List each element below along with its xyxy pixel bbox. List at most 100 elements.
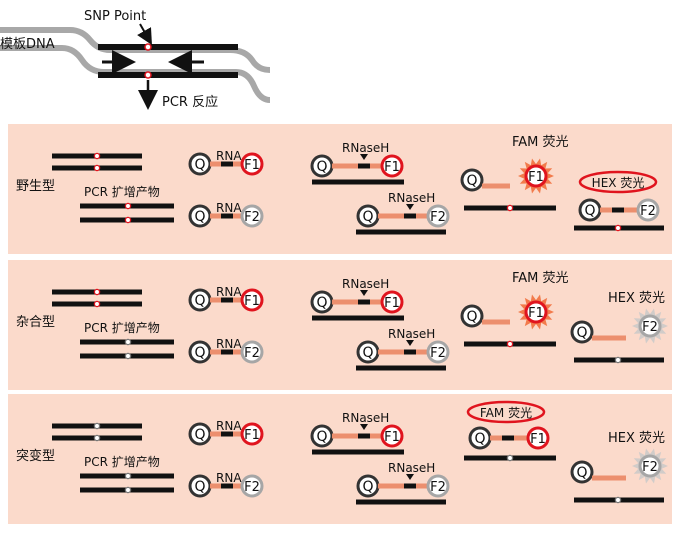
hex-linker (592, 475, 626, 481)
fam-quencher-label: Q (474, 431, 485, 447)
rnaseh-probe-f1-reporter-label: F1 (384, 160, 400, 175)
free-probe-f1-rna-segment (221, 161, 233, 167)
rnaseh-probe-f2-rnaseh-label: RNaseH (388, 461, 435, 475)
free-probe-f1-reporter (240, 288, 264, 312)
free-probe-f2-rna-segment (221, 483, 233, 489)
fam-no-signal-label: FAM 荧光 (480, 406, 532, 420)
rnaseh-template-2 (356, 229, 446, 235)
snp-marker-bottom (144, 71, 152, 79)
rnaseh-probe-f1-linker (332, 299, 382, 305)
released-quencher-label: Q (466, 173, 477, 189)
released-quencher (460, 304, 484, 328)
free-probe-f1-reporter (240, 422, 264, 446)
rnaseh-probe-f2-reporter-label: F2 (430, 346, 446, 361)
free-probe-f2-rna-label: RNA (216, 201, 242, 215)
genotype-label: 突变型 (16, 448, 55, 464)
fam-reporter (526, 426, 550, 450)
hex-template-marker (614, 356, 622, 364)
rnaseh-probe-f1-reporter (380, 290, 404, 314)
hex-quencher (570, 320, 594, 344)
rnaseh-probe-f1-linker (332, 433, 382, 439)
fam-no-signal-label-oval (466, 400, 546, 424)
hex-fluorescence-label: HEX 荧光 (608, 431, 665, 446)
hex-quencher (570, 460, 594, 484)
fam-reporter-label: F1 (530, 432, 546, 447)
rnaseh-probe-f2-rnaseh-label: RNaseH (388, 191, 435, 205)
genotype-label: 杂合型 (16, 315, 55, 330)
pcr-product-marker-top (124, 338, 132, 346)
rnaseh-probe-f1-rnaseh-label: RNaseH (342, 141, 389, 155)
fam-reporter-label: F1 (528, 306, 544, 321)
allele-marker-top (93, 288, 101, 296)
dna-duplex-bottom (98, 72, 238, 78)
hex-reporter-label: F2 (642, 460, 658, 475)
pcr-product-marker-top (124, 472, 132, 480)
pcr-product-label: PCR 扩增产物 (84, 321, 160, 335)
rnaseh-probe-f1-quencher-label: Q (316, 295, 327, 311)
fam-template-marker (506, 340, 514, 348)
rnaseh-probe-f1-quencher-label: Q (316, 429, 327, 445)
pcr-product-label: PCR 扩增产物 (84, 455, 160, 469)
rnaseh-probe-f2-reporter (426, 204, 450, 228)
dna-duplex-top (98, 44, 238, 50)
free-probe-f2-rna-label: RNA (216, 471, 242, 485)
rnaseh-probe-f1-reporter-label: F1 (384, 296, 400, 311)
rnaseh-template-1 (312, 179, 404, 185)
allele-marker-bottom (93, 300, 101, 308)
rnaseh-probe-f2-cut-marker (406, 204, 414, 210)
free-probe-f2-quencher-label: Q (194, 209, 205, 225)
released-linker (482, 319, 510, 325)
rnaseh-template-1 (312, 315, 404, 321)
rnaseh-probe-f1-reporter (380, 424, 404, 448)
pcr-product-marker-bottom (124, 216, 132, 224)
rnaseh-probe-f2-cut-marker (406, 340, 414, 346)
panel-background (8, 260, 672, 390)
rnaseh-probe-f1-rnaseh-label: RNaseH (342, 411, 389, 425)
hex-reporter-label: F2 (642, 320, 658, 335)
hex-reporter-label: F2 (640, 204, 656, 219)
rnaseh-probe-f1-cut-marker (360, 290, 368, 296)
hex-reporter (636, 198, 660, 222)
allele-marker-bottom (93, 434, 101, 442)
rnaseh-probe-f2-rna-segment (404, 483, 416, 489)
free-probe-f1-reporter (240, 152, 264, 176)
free-probe-f2-rna-label: RNA (216, 337, 242, 351)
rnaseh-probe-f2-reporter (426, 474, 450, 498)
rnaseh-probe-f2-quencher-label: Q (362, 479, 373, 495)
rnaseh-probe-f1-cut-marker (360, 154, 368, 160)
fam-template-marker (506, 454, 514, 462)
rnaseh-probe-f1-rna-segment (358, 433, 370, 439)
free-probe-f1-quencher-label: Q (194, 293, 205, 309)
hex-quencher-label: Q (576, 325, 587, 341)
free-probe-f1-rna-label: RNA (216, 419, 242, 433)
free-probe-f2-reporter (240, 340, 264, 364)
free-probe-f2-rna-segment (221, 349, 233, 355)
fam-fluorescence-label: FAM 荧光 (512, 135, 569, 150)
rnaseh-template-2 (356, 499, 446, 505)
allele-marker-top (93, 152, 101, 160)
panel-background (8, 394, 672, 524)
rnaseh-probe-f2-reporter (426, 340, 450, 364)
free-probe-f1-quencher-label: Q (194, 157, 205, 173)
free-probe-f2-reporter-label: F2 (244, 210, 260, 225)
fam-reporter (524, 300, 548, 324)
rnaseh-probe-f2-reporter-label: F2 (430, 210, 446, 225)
free-probe-f2-reporter-label: F2 (244, 346, 260, 361)
rnaseh-probe-f1-cut-marker (360, 424, 368, 430)
rnaseh-probe-f2-rna-segment (404, 213, 416, 219)
rnaseh-probe-f1-rna-segment (358, 299, 370, 305)
free-probe-f1-reporter-label: F1 (244, 428, 260, 443)
hex-reporter (638, 454, 662, 478)
pcr-product-marker-top (124, 202, 132, 210)
released-quencher-label: Q (466, 309, 477, 325)
pcr-product-marker-bottom (124, 352, 132, 360)
free-probe-f2-reporter (240, 474, 264, 498)
rnaseh-probe-f2-quencher-label: Q (362, 345, 373, 361)
free-probe-f2-reporter (240, 204, 264, 228)
rnaseh-probe-f1-linker (332, 163, 382, 169)
rnaseh-template-1 (312, 449, 404, 455)
